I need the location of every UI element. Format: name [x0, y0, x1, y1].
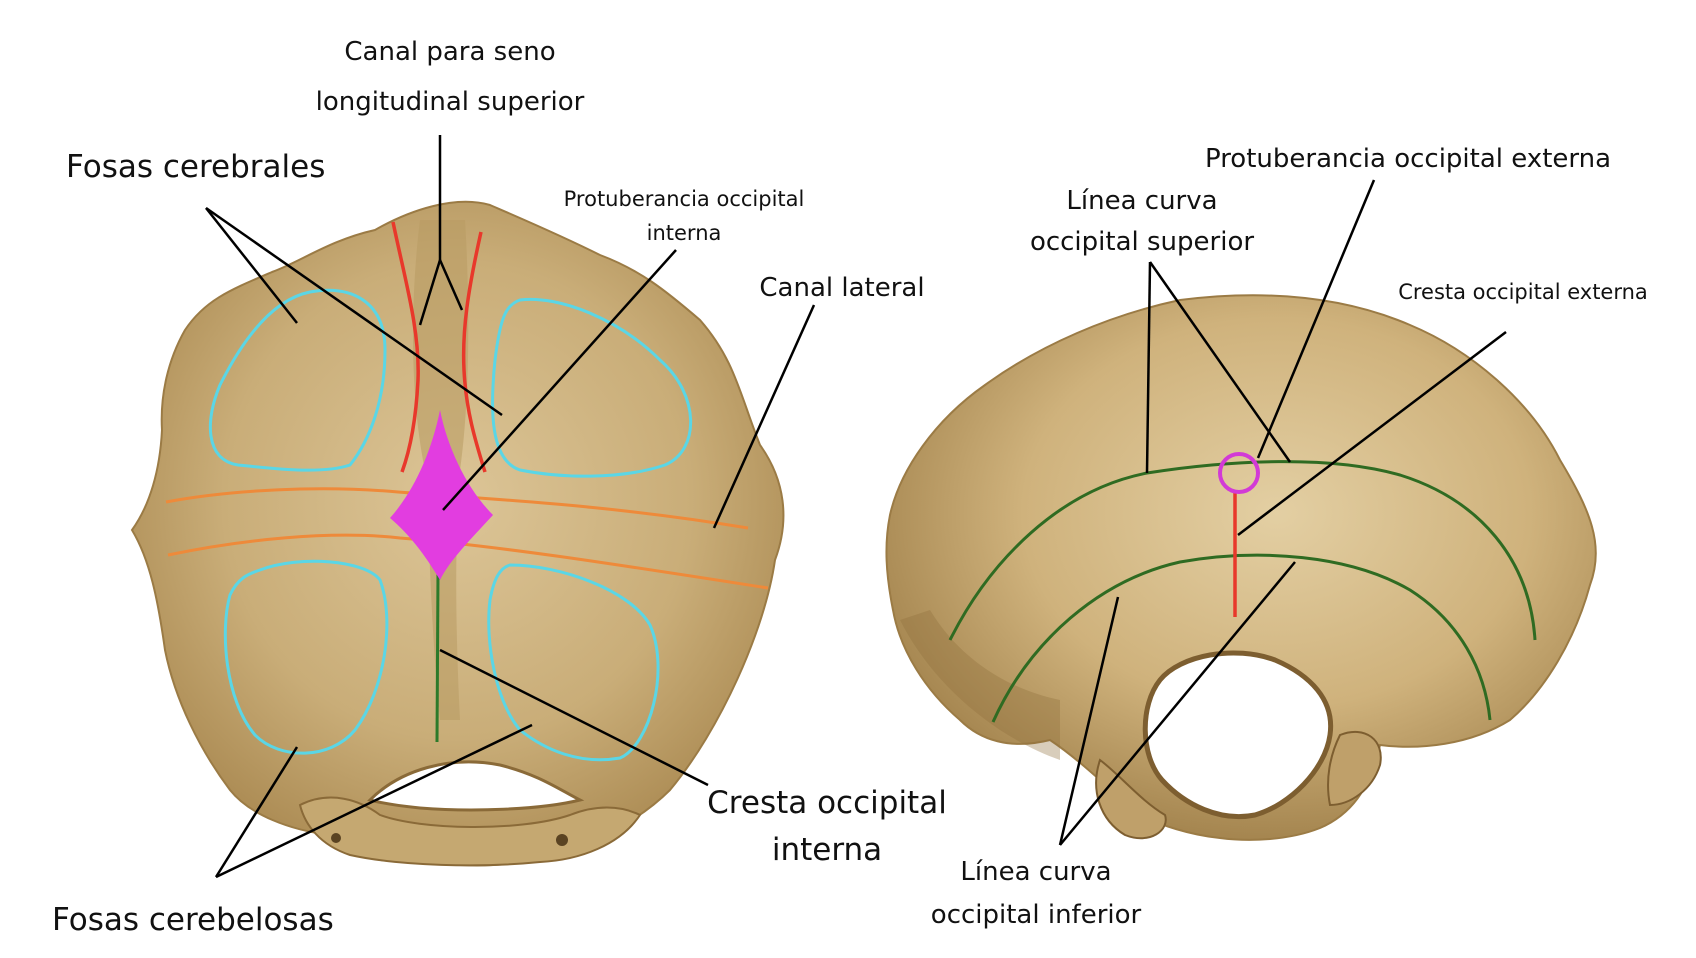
leader-fosas-cerebelosas-left — [214, 746, 299, 878]
external-protuberance-marker — [1218, 452, 1260, 494]
leader-canal-lateral — [712, 304, 816, 529]
leader-lines — [205, 135, 1507, 879]
label-fosas-cerebelosas: Fosas cerebelosas — [52, 902, 334, 938]
inferior-nuchal-line — [991, 553, 1492, 723]
sinus-canal-left-line — [391, 221, 420, 473]
external-view-bone — [885, 294, 1597, 841]
leader-fosas-cerebrales-left — [205, 207, 298, 324]
leader-canal-seno-left — [418, 259, 442, 326]
leader-linea-inferior-left — [1058, 596, 1120, 846]
internal-foramen-notch — [367, 760, 585, 812]
leader-canal-seno-right — [438, 259, 464, 311]
external-condyle-right — [1327, 730, 1382, 807]
leader-cresta-externa — [1237, 331, 1507, 536]
internal-condyle-foramen-left — [331, 833, 341, 843]
label-canal-seno-line1: Canal para seno — [344, 37, 555, 67]
label-protuberancia-interna-line2: interna — [647, 221, 722, 245]
internal-condyle-foramen-right — [556, 834, 568, 846]
label-cresta-interna-line1: Cresta occipital — [707, 785, 947, 821]
leader-linea-superior-left — [1145, 261, 1152, 474]
internal-protuberance-marker — [390, 410, 493, 580]
label-linea-superior-line2: occipital superior — [1030, 227, 1254, 257]
leader-protuberancia-externa — [1256, 179, 1376, 459]
label-linea-superior-line1: Línea curva — [1066, 186, 1217, 216]
lateral-canal-upper-line — [165, 487, 749, 530]
leader-linea-superior-right — [1148, 261, 1292, 463]
leader-fosas-cerebrales-right — [205, 206, 503, 417]
external-bone-shadow — [900, 610, 1060, 760]
leader-cresta-interna — [439, 648, 709, 787]
superior-nuchal-line — [948, 460, 1537, 641]
label-cresta-externa: Cresta occipital externa — [1398, 280, 1648, 304]
label-canal-lateral: Canal lateral — [759, 273, 924, 303]
leader-fosas-cerebelosas-right — [215, 723, 533, 879]
label-linea-inferior-line1: Línea curva — [960, 857, 1111, 887]
label-cresta-interna-line2: interna — [772, 832, 882, 868]
label-protuberancia-externa: Protuberancia occipital externa — [1205, 144, 1611, 174]
internal-crest-line — [435, 571, 440, 743]
cerebellar-fossa-left — [223, 559, 389, 755]
label-fosas-cerebrales: Fosas cerebrales — [66, 149, 325, 185]
external-foramen-magnum — [1142, 650, 1334, 820]
sinus-canal-right-line — [461, 231, 487, 473]
cerebral-fossa-right — [491, 297, 693, 478]
external-bone-body — [885, 294, 1597, 841]
label-linea-inferior-line2: occipital inferior — [931, 900, 1142, 930]
leader-linea-inferior-right — [1059, 561, 1296, 846]
label-protuberancia-interna-line1: Protuberancia occipital — [564, 187, 805, 211]
cerebellar-fossa-right — [487, 563, 660, 762]
internal-condyles — [298, 796, 642, 867]
leader-protuberancia-interna — [442, 249, 677, 511]
label-canal-seno-line2: longitudinal superior — [316, 87, 585, 117]
